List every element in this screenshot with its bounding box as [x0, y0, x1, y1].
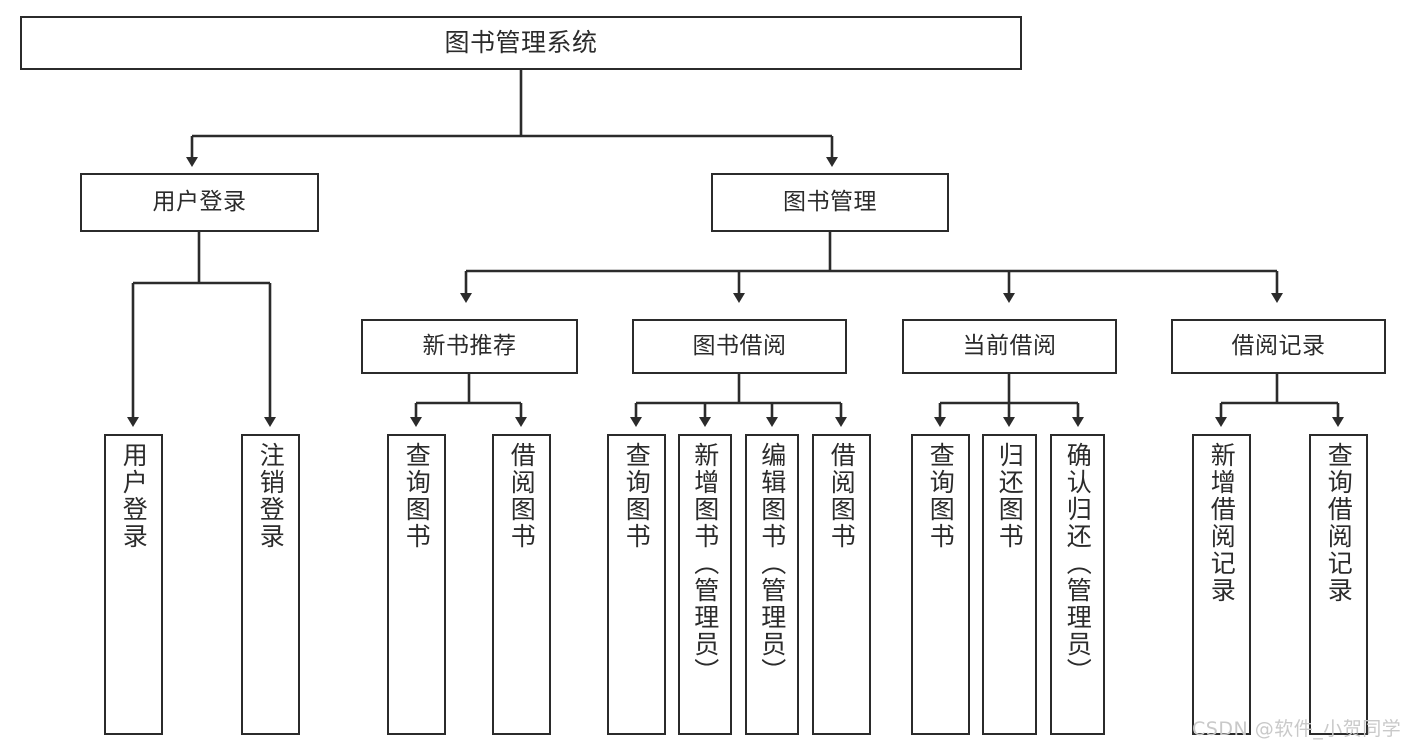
leaf-borrow-query-book[interactable]: 查询图书 [607, 434, 666, 735]
node-label: 图书借阅 [692, 332, 787, 359]
node-label: 新增借阅记录 [1207, 442, 1237, 604]
watermark-text: CSDN @软件_小贺同学 [1192, 718, 1402, 740]
node-book-borrow[interactable]: 图书借阅 [632, 319, 847, 374]
node-new-book-recommend[interactable]: 新书推荐 [361, 319, 578, 374]
node-label: 借阅记录 [1231, 332, 1326, 359]
node-label: 借阅图书 [827, 442, 857, 550]
node-label: 新增图书（管理员） [690, 442, 720, 685]
node-label: 确认归还（管理员） [1063, 442, 1093, 685]
node-label: 查询图书 [622, 442, 652, 550]
node-label: 借阅图书 [507, 442, 537, 550]
node-label: 查询图书 [402, 442, 432, 550]
node-label: 图书管理 [783, 188, 877, 215]
leaf-current-query-book[interactable]: 查询图书 [911, 434, 970, 735]
node-label: 注销登录 [256, 442, 286, 550]
node-label: 图书管理系统 [444, 28, 598, 57]
leaf-user-login-signout[interactable]: 注销登录 [241, 434, 300, 735]
node-label: 查询借阅记录 [1324, 442, 1354, 604]
node-label: 编辑图书（管理员） [757, 442, 787, 685]
leaf-borrow-borrow-book[interactable]: 借阅图书 [812, 434, 871, 735]
node-label: 查询图书 [926, 442, 956, 550]
node-label: 当前借阅 [962, 332, 1057, 359]
node-current-borrow[interactable]: 当前借阅 [902, 319, 1117, 374]
leaf-current-confirm-return-admin[interactable]: 确认归还（管理员） [1050, 434, 1105, 735]
leaf-current-return-book[interactable]: 归还图书 [982, 434, 1037, 735]
node-label: 新书推荐 [422, 332, 517, 359]
leaf-record-add-record[interactable]: 新增借阅记录 [1192, 434, 1251, 735]
node-label: 用户登录 [152, 188, 247, 215]
node-user-login[interactable]: 用户登录 [80, 173, 319, 232]
leaf-recommend-query-book[interactable]: 查询图书 [387, 434, 446, 735]
node-label: 用户登录 [119, 442, 149, 550]
node-root-system[interactable]: 图书管理系统 [20, 16, 1022, 70]
leaf-borrow-add-book-admin[interactable]: 新增图书（管理员） [678, 434, 732, 735]
node-book-management[interactable]: 图书管理 [711, 173, 949, 232]
leaf-borrow-edit-book-admin[interactable]: 编辑图书（管理员） [745, 434, 799, 735]
leaf-user-login-signin[interactable]: 用户登录 [104, 434, 163, 735]
leaf-record-query-record[interactable]: 查询借阅记录 [1309, 434, 1368, 735]
node-label: 归还图书 [995, 442, 1025, 550]
node-borrow-record[interactable]: 借阅记录 [1171, 319, 1386, 374]
leaf-recommend-borrow-book[interactable]: 借阅图书 [492, 434, 551, 735]
